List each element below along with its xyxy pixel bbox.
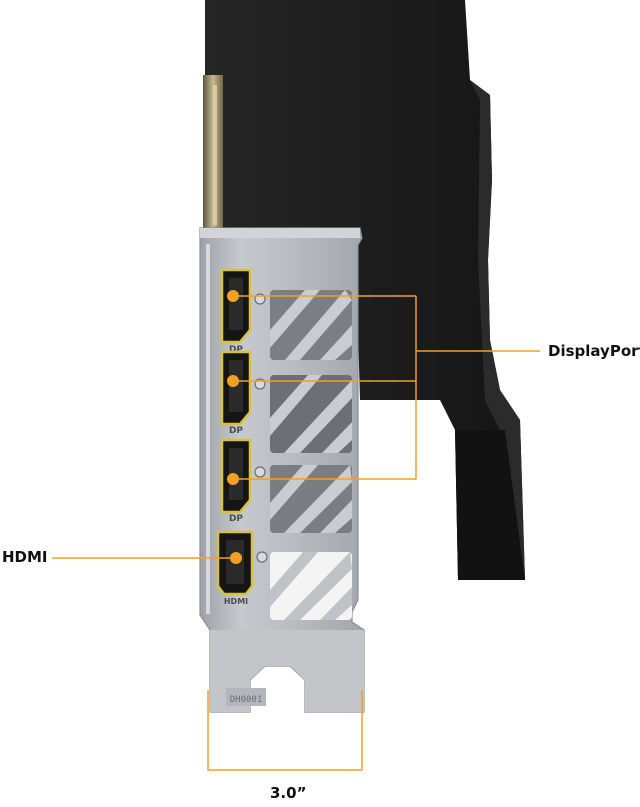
displayport-1 <box>220 268 252 344</box>
hdmi-port-label: HDMI <box>224 597 248 606</box>
hdmi-label: HDMI <box>2 548 48 566</box>
dp-label-3: DP <box>229 514 243 524</box>
bracket-width-label: 3.0” <box>270 784 307 802</box>
displayport-callout <box>233 295 540 480</box>
pcb-edge <box>203 75 223 235</box>
displayport-2 <box>220 350 252 426</box>
displayport-label: DisplayPort <box>548 342 640 360</box>
dp-label-2: DP <box>229 426 243 436</box>
vent-grille <box>270 290 352 620</box>
width-dimension <box>207 690 363 771</box>
hdmi-port <box>216 530 254 596</box>
dp-label-1: DP <box>229 345 243 355</box>
cooler-shroud <box>205 0 525 580</box>
callout-dots <box>227 290 242 564</box>
bracket-code: DH0001 <box>230 695 263 705</box>
